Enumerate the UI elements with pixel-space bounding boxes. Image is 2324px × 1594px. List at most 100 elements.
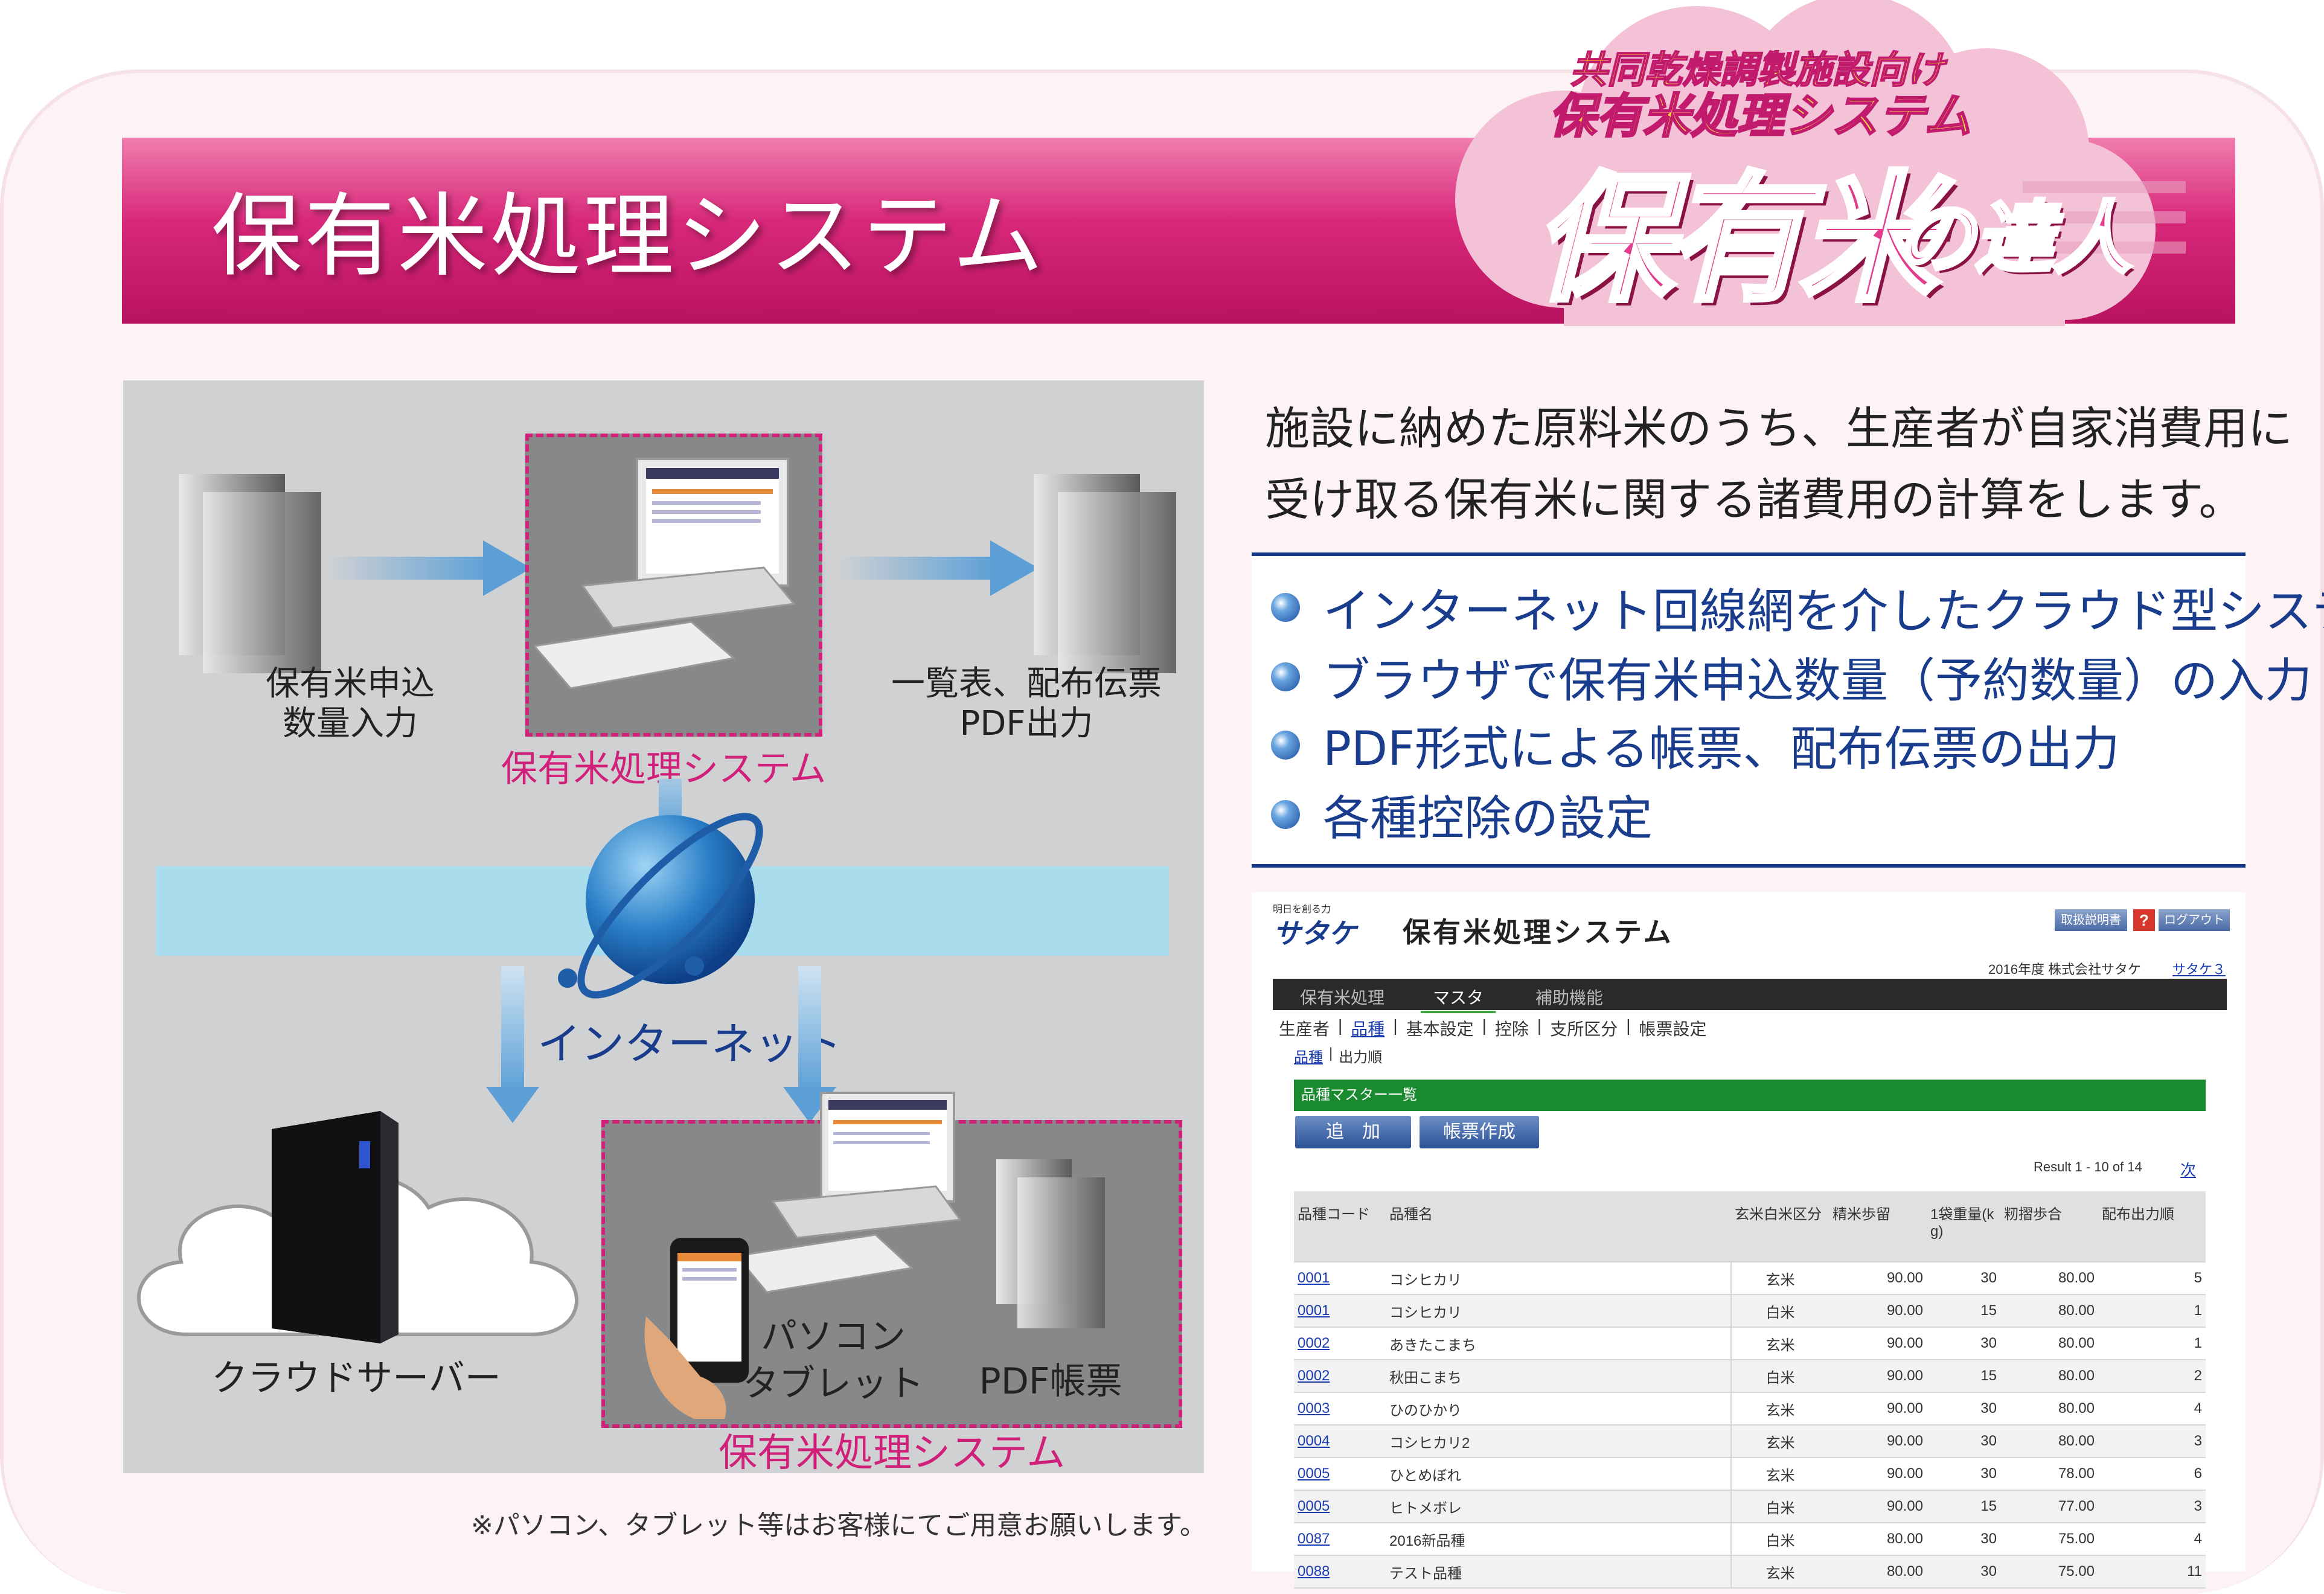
section-title: 品種マスター一覧: [1294, 1080, 2206, 1111]
logout-button[interactable]: ログアウト: [2159, 909, 2230, 931]
tab-master[interactable]: マスタ: [1421, 985, 1496, 1013]
tab-holding-rice[interactable]: 保有米処理: [1300, 988, 1385, 1007]
input-label: 保有米申込数量入力: [266, 664, 435, 743]
smartphone-icon: [644, 1238, 749, 1419]
bullet-icon: [1271, 662, 1300, 691]
table-cell: 白米: [1731, 1360, 1829, 1393]
table-cell: 80.00: [2000, 1392, 2098, 1426]
user-link[interactable]: サタケ３: [2172, 962, 2226, 977]
feature-item: インターネット回線網を介したクラウド型システム: [1271, 574, 2324, 641]
table-cell: 80.00: [1829, 1555, 1927, 1589]
variety-code-link[interactable]: 0087: [1298, 1531, 1330, 1547]
submenu-basic-settings[interactable]: 基本設定: [1406, 1020, 1474, 1039]
variety-code-link[interactable]: 0005: [1298, 1498, 1330, 1514]
bullet-icon: [1271, 800, 1300, 829]
table-cell: 80.00: [2000, 1295, 2098, 1328]
arrow-head-right-icon: [483, 540, 531, 596]
table-cell: 30: [1927, 1458, 2000, 1491]
internet-label: インターネット: [537, 1019, 842, 1069]
app-screenshot: 明日を創る力 サタケ 保有米処理システム 取扱説明書 ? ログアウト 2016年…: [1252, 892, 2246, 1589]
column-header: 品種名: [1386, 1191, 1731, 1263]
description-line-2: 受け取る保有米に関する諸費用の計算をします。: [1265, 474, 2244, 526]
description-line-1: 施設に納めた原料米のうち、生産者が自家消費用に: [1265, 403, 2293, 455]
table-cell: 90.00: [1829, 1458, 1927, 1491]
variety-code-link[interactable]: 0001: [1298, 1270, 1330, 1286]
table-cell: 6: [2098, 1458, 2206, 1491]
table-cell: コシヒカリ: [1386, 1262, 1732, 1295]
table-cell: 15: [1927, 1490, 2000, 1523]
table-cell: ひとめぼれ: [1386, 1458, 1732, 1491]
table-cell: 11: [2098, 1555, 2206, 1589]
logo-subtitle-2: 保有米処理システム: [1548, 89, 1973, 145]
manual-button[interactable]: 取扱説明書: [2055, 909, 2127, 931]
table-cell: コシヒカリ: [1386, 1295, 1732, 1328]
submenu-branch[interactable]: 支所区分: [1550, 1020, 1618, 1039]
page-title: 保有米処理システム: [211, 184, 1046, 289]
table-cell: 75.00: [2000, 1523, 2098, 1556]
table-cell: 30: [1927, 1425, 2000, 1458]
subsub-variety[interactable]: 品種: [1294, 1049, 1323, 1066]
logo-main-text-2: の達人: [1894, 191, 2133, 286]
result-count: Result 1 - 10 of 14: [2034, 1159, 2142, 1174]
table-cell: 玄米: [1731, 1425, 1829, 1458]
variety-code-link[interactable]: 0002: [1298, 1335, 1330, 1351]
variety-code-link[interactable]: 0003: [1298, 1400, 1330, 1416]
table-cell: 4: [2098, 1392, 2206, 1426]
report-button[interactable]: 帳票作成: [1420, 1116, 1539, 1148]
table-cell: テスト品種: [1386, 1555, 1732, 1589]
table-cell: 0004: [1294, 1425, 1386, 1458]
submenu-report-settings[interactable]: 帳票設定: [1639, 1020, 1707, 1039]
submenu-deduction[interactable]: 控除: [1494, 1020, 1529, 1039]
variety-code-link[interactable]: 0004: [1298, 1433, 1330, 1449]
variety-table: 品種コード 品種名 玄米白米区分 精米歩留 1袋重量(kg) 籾摺歩合 配布出力…: [1294, 1191, 2206, 1589]
main-tab-bar: [1273, 979, 2227, 1010]
table-cell: 5: [2098, 1262, 2206, 1295]
tab-support[interactable]: 補助機能: [1535, 988, 1604, 1007]
logo-main-text: 保有米: [1531, 157, 1941, 323]
variety-code-link[interactable]: 0002: [1298, 1368, 1330, 1384]
table-cell: 80.00: [2000, 1360, 2098, 1393]
arrow-head-right-icon: [990, 540, 1039, 596]
bullet-icon: [1271, 731, 1300, 760]
app-title: 保有米処理システム: [1403, 917, 1674, 948]
add-button[interactable]: 追 加: [1295, 1116, 1411, 1148]
table-cell: 15: [1927, 1295, 2000, 1328]
table-cell: 白米: [1731, 1490, 1829, 1523]
table-cell: 3: [2098, 1425, 2206, 1458]
submenu-producer[interactable]: 生産者: [1279, 1020, 1330, 1039]
arrow-internet-to-device: [798, 966, 821, 1093]
table-cell: 1: [2098, 1327, 2206, 1360]
server-icon: [272, 1111, 399, 1343]
variety-code-link[interactable]: 0005: [1298, 1465, 1330, 1482]
next-link[interactable]: 次: [2180, 1161, 2197, 1179]
table-cell: 0087: [1294, 1523, 1386, 1556]
table-cell: 90.00: [1829, 1327, 1927, 1360]
device-label: パソコンタブレット: [743, 1316, 924, 1405]
subsub-output-order[interactable]: 出力順: [1339, 1049, 1383, 1066]
table-cell: 白米: [1731, 1523, 1829, 1556]
column-header: 精米歩留: [1829, 1191, 1927, 1263]
table-cell: 75.00: [2000, 1555, 2098, 1589]
variety-code-link[interactable]: 0001: [1298, 1302, 1330, 1319]
help-button[interactable]: ?: [2133, 909, 2155, 931]
table-cell: 秋田こまち: [1386, 1360, 1732, 1393]
bullet-icon: [1271, 593, 1300, 622]
arrow-input-to-system: [329, 557, 492, 580]
logo-cloud: [1455, 0, 2186, 326]
table-cell: 0002: [1294, 1360, 1386, 1393]
variety-code-link[interactable]: 0088: [1298, 1563, 1330, 1580]
table-cell: 80.00: [2000, 1425, 2098, 1458]
table-cell: 15: [1927, 1360, 2000, 1393]
input-document-icon: [203, 492, 321, 673]
submenu-variety[interactable]: 品種: [1351, 1020, 1385, 1039]
logo-subtitle-1: 共同乾燥調製施設向け: [1569, 47, 1945, 92]
